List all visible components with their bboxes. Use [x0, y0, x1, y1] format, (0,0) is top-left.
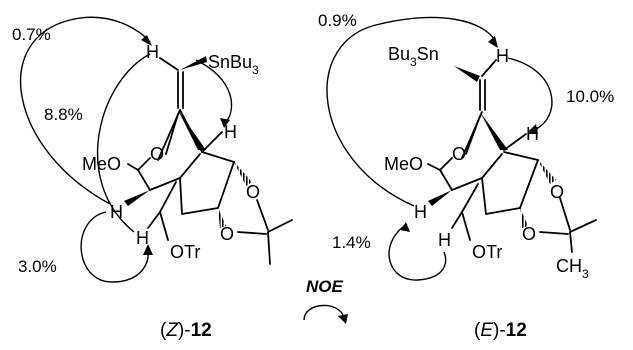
z-noe-percent-top: 0.7%	[12, 25, 51, 44]
z-ch2-hydrogen-label: H	[136, 228, 149, 248]
e-noe-percent-mid: 10.0%	[566, 87, 614, 106]
e-methoxy-label: MeO	[384, 154, 423, 174]
z-noe-percent-bottom: 3.0%	[18, 257, 57, 276]
z-methoxy-label: MeO	[82, 154, 121, 174]
e-acetonide-oxygen-1-label: O	[550, 182, 564, 202]
e-ch2-hydrogen-label: H	[438, 230, 451, 250]
e-methyl-label: CH3	[556, 256, 589, 281]
e-noe-arrows	[326, 16, 553, 281]
e-acetonide-oxygen-2-label: O	[522, 224, 536, 244]
z-tributylstannyl-label: SnBu3	[208, 52, 259, 77]
noe-legend: NOE	[303, 277, 348, 324]
z-otrityl-label: OTr	[170, 242, 200, 262]
e-c1-hydrogen-label: H	[414, 202, 427, 222]
e-vinyl-hydrogen-label: H	[496, 46, 509, 66]
z-acetonide-oxygen-1-label: O	[246, 182, 260, 202]
e-isomer-structure: Bu3Sn H H MeO O H H OTr O O CH3 0.9% 10.…	[318, 11, 614, 341]
z-bridgehead-hydrogen-label: H	[224, 122, 237, 142]
e-bridgehead-hydrogen-label: H	[526, 124, 539, 144]
e-isomer-caption: (E)-12	[474, 320, 527, 341]
z-vinyl-hydrogen-label: H	[146, 42, 159, 62]
z-noe-percent-mid: 8.8%	[44, 105, 83, 124]
e-bonds	[427, 59, 597, 253]
e-otrityl-label: OTr	[472, 242, 502, 262]
e-ring-oxygen-label: O	[452, 144, 466, 164]
noe-legend-arrow	[303, 304, 345, 321]
z-acetonide-oxygen-2-label: O	[220, 224, 234, 244]
z-isomer-structure: H SnBu3 H MeO O H H OTr O O 0.7% 8.8% 3.…	[12, 16, 293, 341]
z-isomer-caption: (Z)-12	[160, 320, 212, 341]
e-noe-percent-bottom: 1.4%	[332, 233, 371, 252]
z-noe-arrows	[20, 16, 233, 283]
z-ring-oxygen-label: O	[150, 144, 164, 164]
e-noe-percent-top: 0.9%	[318, 11, 357, 30]
e-tributylstannyl-label: Bu3Sn	[388, 44, 439, 69]
noe-legend-label: NOE	[306, 277, 344, 296]
z-bonds	[124, 56, 293, 265]
